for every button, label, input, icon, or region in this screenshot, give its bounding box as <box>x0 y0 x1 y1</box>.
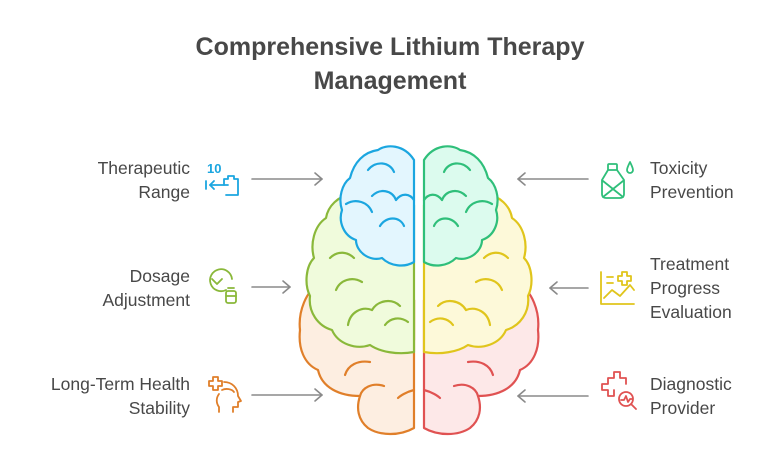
label-treatment-progress-evaluation: Treatment Progress Evaluation <box>650 252 732 324</box>
title-line-2: Management <box>313 67 467 95</box>
head-plus-icon <box>208 376 242 413</box>
brain-lobe-blue <box>339 145 416 267</box>
label-long-term-health-stability: Long-Term Health Stability <box>51 372 190 420</box>
arrow-long-term-health <box>251 388 323 402</box>
label-line: Diagnostic <box>650 374 732 394</box>
label-line: Range <box>138 182 190 202</box>
range-arrow-icon: 10 <box>205 161 239 196</box>
cross-magnifier-icon <box>601 371 637 410</box>
label-line: Long-Term Health <box>50 374 190 394</box>
brain-lobe-green <box>422 145 499 267</box>
label-line: Evaluation <box>650 302 732 322</box>
label-line: Stability <box>128 398 190 418</box>
label-line: Toxicity <box>650 158 708 178</box>
label-line: Dosage <box>129 266 190 286</box>
diagram-title: Comprehensive Lithium Therapy Management <box>0 30 780 98</box>
clock-bottle-icon <box>209 268 237 304</box>
label-toxicity-prevention: Toxicity Prevention <box>650 156 734 204</box>
label-line: Therapeutic <box>97 158 190 178</box>
title-line-1: Comprehensive Lithium Therapy <box>195 33 585 61</box>
label-diagnostic-provider: Diagnostic Provider <box>650 372 732 420</box>
crossed-bottle-drop-icon <box>601 161 634 199</box>
range-icon-number: 10 <box>207 161 221 176</box>
arrow-therapeutic-range <box>251 172 323 186</box>
chart-plus-icon <box>600 271 635 305</box>
arrow-treatment-progress <box>549 281 589 295</box>
arrow-diagnostic-provider <box>517 389 589 403</box>
arrow-toxicity-prevention <box>517 172 589 186</box>
label-line: Provider <box>650 398 716 418</box>
label-line: Progress <box>650 278 721 298</box>
label-line: Treatment <box>650 254 730 274</box>
label-line: Adjustment <box>102 290 190 310</box>
arrow-dosage-adjustment <box>251 280 291 294</box>
label-therapeutic-range: Therapeutic Range <box>98 156 190 204</box>
label-line: Prevention <box>650 182 734 202</box>
label-dosage-adjustment: Dosage Adjustment <box>102 264 190 312</box>
